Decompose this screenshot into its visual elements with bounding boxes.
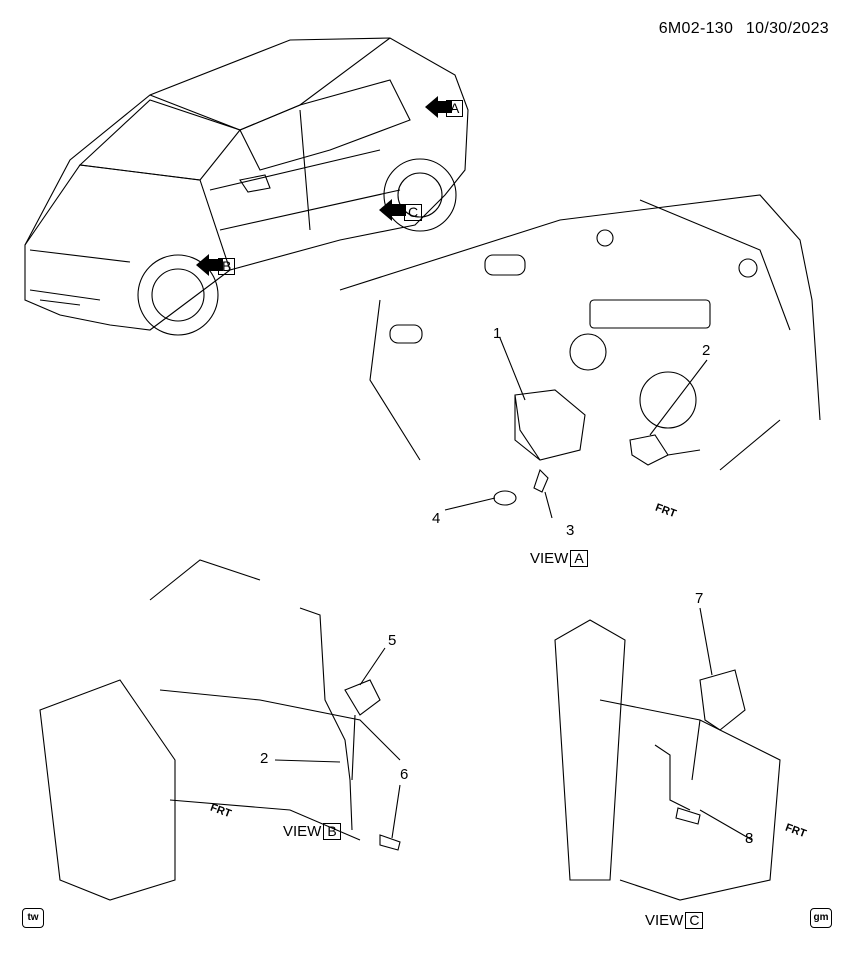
view-c-panel xyxy=(599,699,781,901)
vehicle-door-line xyxy=(209,109,401,231)
front-wheel xyxy=(137,254,219,336)
callout-2b: 2 xyxy=(260,750,269,767)
view-b-leader xyxy=(274,647,401,839)
vehicle-side-window xyxy=(239,79,411,171)
view-a-panel-outline xyxy=(339,194,821,471)
arrow-a-icon xyxy=(425,96,452,118)
corner-tw-logo: tw xyxy=(22,908,44,928)
view-b-bracket xyxy=(299,607,353,831)
view-a-hole xyxy=(738,258,758,278)
callout-8: 8 xyxy=(745,830,754,847)
view-a-slot xyxy=(484,254,526,276)
rear-wheel-hub xyxy=(397,172,443,218)
view-c-link xyxy=(554,619,626,881)
arrow-c-icon xyxy=(379,199,406,221)
callout-1: 1 xyxy=(493,325,502,342)
vehicle-grille xyxy=(29,249,131,306)
view-a-hole xyxy=(596,229,614,247)
arrow-c-label: C xyxy=(404,204,423,221)
callout-5: 5 xyxy=(388,632,397,649)
view-c-title: VIEW C xyxy=(645,912,704,929)
view-a-title: VIEW A xyxy=(530,550,588,567)
callout-7: 7 xyxy=(695,590,704,607)
view-c-sensor xyxy=(691,669,746,781)
arrow-b-label: B xyxy=(218,258,236,275)
view-a-hole xyxy=(569,333,607,371)
callout-4: 4 xyxy=(432,510,441,527)
callout-6: 6 xyxy=(400,766,409,783)
doc-date: 10/30/2023 xyxy=(745,20,829,37)
view-a-slot xyxy=(389,324,423,344)
vehicle-roof xyxy=(149,37,391,131)
view-a-hole xyxy=(639,371,697,429)
part-3-pushpin xyxy=(533,468,549,493)
part-1-module xyxy=(514,389,586,461)
view-b-bolt xyxy=(379,834,401,851)
view-a-leader xyxy=(444,337,708,519)
callout-3: 3 xyxy=(566,522,575,539)
part-2-connector xyxy=(629,434,701,466)
view-b-sensor xyxy=(344,679,381,781)
part-4-grommet xyxy=(493,490,517,506)
view-b-title: VIEW B xyxy=(283,823,341,840)
vehicle-hood xyxy=(24,164,231,271)
doc-id: 6M02-130 xyxy=(658,20,734,37)
document-header: 6M02-130 10/30/2023 xyxy=(659,20,829,38)
rear-wheel xyxy=(383,158,457,232)
arrow-b-icon xyxy=(196,254,223,276)
view-c-leader xyxy=(699,607,753,841)
callout-2: 2 xyxy=(702,342,711,359)
view-b-brake-caliper xyxy=(39,679,176,901)
view-a-panel-opening xyxy=(589,299,711,329)
corner-gm-logo: gm xyxy=(810,908,832,928)
view-c-bracket xyxy=(654,744,691,811)
view-b-arm xyxy=(149,559,401,841)
front-wheel-hub xyxy=(151,268,205,322)
vehicle-body xyxy=(24,37,469,331)
arrow-a-label: A xyxy=(446,100,464,117)
vehicle-mirror xyxy=(239,174,271,193)
view-c-bolt xyxy=(675,807,701,825)
